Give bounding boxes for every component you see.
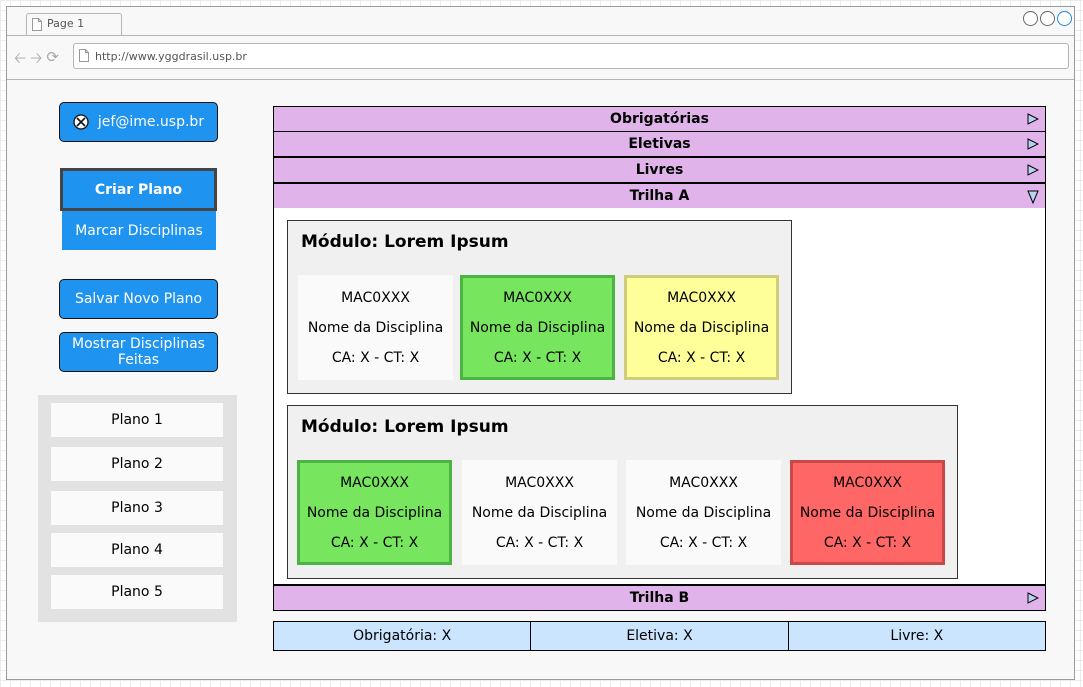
tab-label: Page 1 [47,17,85,30]
course-credits: CA: X - CT: X [657,349,746,366]
course-card-completed[interactable]: MAC0XXX Nome da Disciplina CA: X - CT: X [460,275,615,380]
course-code: MAC0XXX [667,289,736,306]
expand-arrow-icon [1027,164,1039,176]
course-name: Nome da Disciplina [799,504,936,521]
create-plan-button[interactable]: Criar Plano [60,168,217,211]
user-account-button[interactable]: jef@ime.usp.br [59,102,218,142]
module-title: Módulo: Lorem Ipsum [301,417,509,437]
course-card[interactable]: MAC0XXX Nome da Disciplina CA: X - CT: X [298,275,453,380]
course-code: MAC0XXX [505,474,574,491]
plan-item[interactable]: Plano 3 [51,491,223,525]
minimize-icon[interactable] [1023,11,1038,26]
module-title: Módulo: Lorem Ipsum [301,232,509,252]
course-name: Nome da Disciplina [307,319,444,336]
course-name: Nome da Disciplina [471,504,608,521]
section-label: Trilha A [629,188,690,204]
course-credits: CA: X - CT: X [330,534,419,551]
tab-strip: Page 1 [7,7,1074,36]
course-card-completed[interactable]: MAC0XXX Nome da Disciplina CA: X - CT: X [297,460,452,565]
window-controls [1023,11,1072,26]
course-code: MAC0XXX [503,289,572,306]
course-name: Nome da Disciplina [469,319,606,336]
course-name: Nome da Disciplina [306,504,443,521]
course-credits: CA: X - CT: X [493,349,582,366]
plan-item[interactable]: Plano 1 [51,403,223,437]
reload-icon[interactable]: ⟳ [46,48,59,66]
mark-courses-button[interactable]: Marcar Disciplinas [62,211,216,250]
address-bar[interactable]: http://www.yggdrasil.usp.br [73,43,1069,69]
plan-list: Plano 1 Plano 2 Plano 3 Plano 4 Plano 5 [38,395,237,622]
course-credits: CA: X - CT: X [659,534,748,551]
page-icon [79,49,89,62]
course-name: Nome da Disciplina [635,504,772,521]
course-code: MAC0XXX [833,474,902,491]
page-icon [32,18,42,31]
course-card[interactable]: MAC0XXX Nome da Disciplina CA: X - CT: X [626,460,781,565]
section-label: Livres [635,162,684,178]
logout-icon [73,114,89,130]
module-card: Módulo: Lorem Ipsum MAC0XXX Nome da Disc… [287,405,958,579]
course-code: MAC0XXX [340,474,409,491]
save-plan-button[interactable]: Salvar Novo Plano [59,279,218,319]
section-trilha-b[interactable]: Trilha B [273,585,1046,611]
elective-count: Eletiva: X [530,622,787,650]
section-label: Obrigatórias [610,111,709,127]
user-email: jef@ime.usp.br [97,114,205,130]
free-count: Livre: X [787,622,1045,650]
course-name: Nome da Disciplina [633,319,770,336]
expand-arrow-icon [1027,592,1039,604]
collapse-arrow-icon [1027,190,1039,204]
section-trilha-a[interactable]: Trilha A [273,183,1046,209]
section-label: Eletivas [628,136,691,152]
course-credits: CA: X - CT: X [823,534,912,551]
plan-item[interactable]: Plano 2 [51,447,223,481]
show-done-courses-button[interactable]: Mostrar Disciplinas Feitas [59,332,218,372]
section-obrigatorias[interactable]: Obrigatórias [273,106,1046,132]
course-credits: CA: X - CT: X [495,534,584,551]
url-text: http://www.yggdrasil.usp.br [95,50,247,63]
section-eletivas[interactable]: Eletivas [273,131,1046,157]
course-credits: CA: X - CT: X [331,349,420,366]
trilha-a-content: Módulo: Lorem Ipsum MAC0XXX Nome da Disc… [273,208,1046,585]
plan-item[interactable]: Plano 4 [51,533,223,567]
plan-item[interactable]: Plano 5 [51,575,223,609]
close-icon[interactable] [1057,11,1072,26]
module-card: Módulo: Lorem Ipsum MAC0XXX Nome da Disc… [287,220,792,394]
nav-buttons: 🡠 🡢 ⟳ [14,48,59,73]
mandatory-count: Obrigatória: X [353,628,452,644]
course-card-failed[interactable]: MAC0XXX Nome da Disciplina CA: X - CT: X [790,460,945,565]
course-card-planned[interactable]: MAC0XXX Nome da Disciplina CA: X - CT: X [624,275,779,380]
credits-summary: Obrigatória: X Eletiva: X Livre: X [273,621,1046,651]
expand-arrow-icon [1027,113,1039,125]
course-code: MAC0XXX [669,474,738,491]
back-icon[interactable]: 🡠 [14,49,27,67]
forward-icon[interactable]: 🡢 [30,49,43,67]
maximize-icon[interactable] [1040,11,1055,26]
navigation-bar: 🡠 🡢 ⟳ http://www.yggdrasil.usp.br [7,36,1074,80]
course-card[interactable]: MAC0XXX Nome da Disciplina CA: X - CT: X [462,460,617,565]
expand-arrow-icon [1027,138,1039,150]
section-livres[interactable]: Livres [273,157,1046,183]
section-label: Trilha B [629,590,690,606]
browser-tab[interactable]: Page 1 [26,13,122,35]
course-code: MAC0XXX [341,289,410,306]
